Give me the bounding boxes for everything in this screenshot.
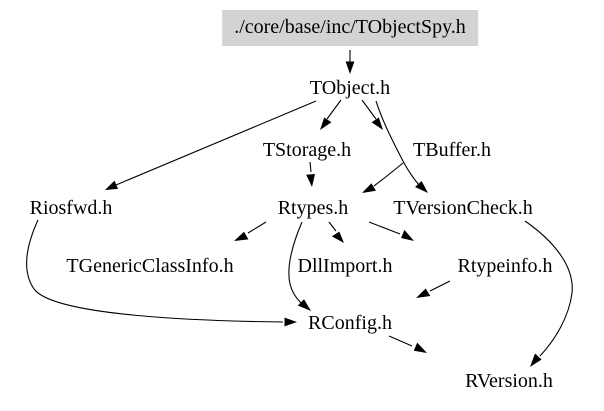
edge-rtypes-rtypeinfo (368, 221, 414, 241)
node-tbuffer[interactable]: TBuffer.h (413, 139, 491, 161)
node-rversion[interactable]: RVersion.h (465, 370, 553, 392)
edge-tobject-tbuffer (361, 99, 383, 130)
node-rtypeinfo[interactable]: Rtypeinfo.h (457, 255, 553, 277)
node-tgenericclassinfo[interactable]: TGenericClassInfo.h (66, 255, 234, 277)
node-tobject[interactable]: TObject.h (309, 77, 391, 99)
edge-rtypes-dllimport (328, 221, 344, 243)
node-rtypes[interactable]: Rtypes.h (277, 197, 349, 219)
edge-tobjectspy-tobject (345, 50, 355, 74)
edge-rtypes-rconfig (288, 221, 311, 311)
edge-tobject-tstorage (320, 99, 342, 130)
edge-tobject-riosfwd (105, 100, 317, 190)
edge-tstorage-rtypes (306, 161, 315, 187)
edge-tversioncheck-rversion (524, 220, 573, 367)
edge-riosfwd-rconfig (26, 219, 297, 327)
edge-rconfig-rversion (388, 335, 427, 353)
node-tstorage[interactable]: TStorage.h (262, 139, 352, 161)
edge-tbuffer-rtypes (362, 162, 404, 193)
edge-tobject-tversioncheck (375, 100, 428, 193)
node-dllimport[interactable]: DllImport.h (297, 255, 393, 277)
edge-rtypes-tgenericclassinfo (234, 221, 267, 241)
node-tversioncheck[interactable]: TVersionCheck.h (393, 197, 533, 219)
node-riosfwd[interactable]: Riosfwd.h (29, 197, 113, 219)
edge-rtypeinfo-rconfig (416, 280, 451, 298)
node-rconfig[interactable]: RConfig.h (308, 312, 392, 334)
node-tobjectspy[interactable]: ./core/base/inc/TObjectSpy.h (222, 10, 478, 46)
